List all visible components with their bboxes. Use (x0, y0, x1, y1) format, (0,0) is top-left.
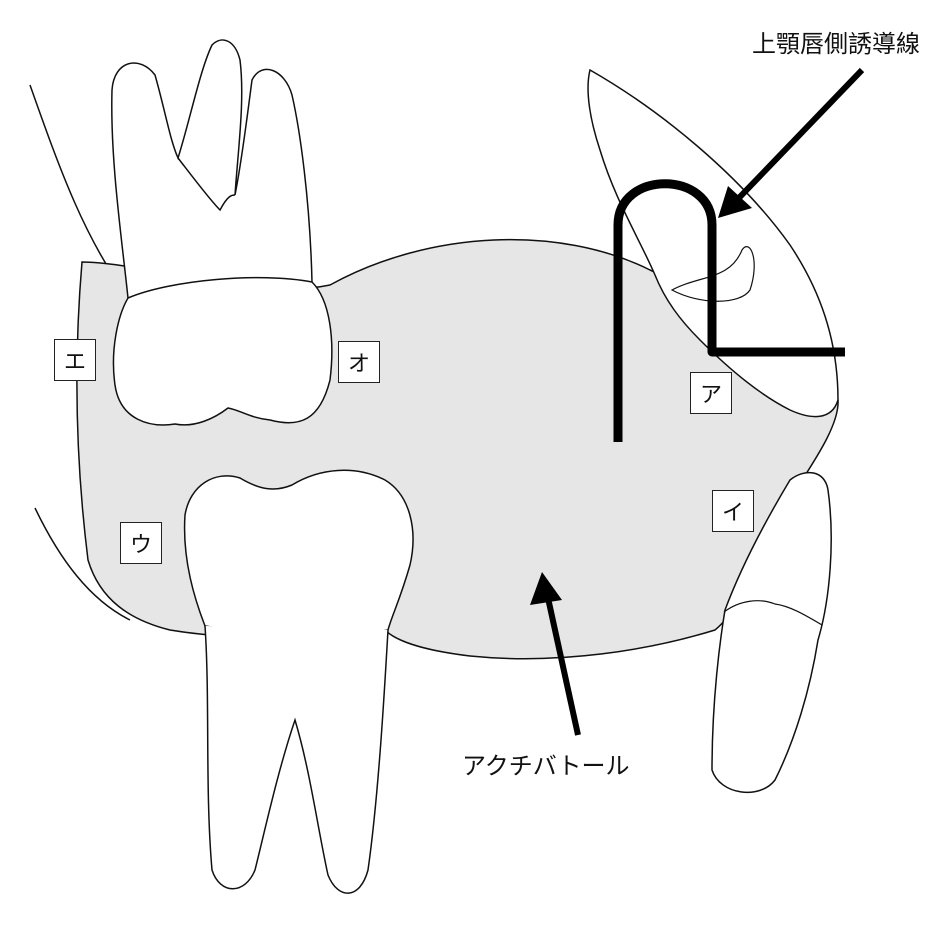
label-u: ウ (120, 522, 162, 564)
label-a: ア (690, 372, 732, 414)
activator-arrow-shaft (545, 597, 581, 736)
upper-molar-root-furcation (177, 157, 236, 212)
label-e: エ (54, 339, 96, 381)
lower-incisor-cej (723, 600, 823, 626)
label-i: イ (712, 490, 754, 532)
activator-caption: アクチバトール (462, 752, 630, 780)
label-o: オ (338, 341, 380, 383)
upper-molar-roots (111, 39, 313, 299)
lower-molar-crown (183, 469, 414, 637)
wire-arrow-shaft (732, 67, 865, 205)
wire-arrow-head (718, 186, 752, 218)
lower-molar-roots (204, 625, 389, 894)
labial-guide-wire (613, 179, 845, 442)
activator-arrow-head (530, 572, 562, 605)
lower-incisor (711, 471, 832, 794)
labial-wire-caption: 上顎唇側誘導線 (752, 30, 920, 58)
upper-molar-crown (112, 276, 333, 426)
lower-left-gum-curve (34, 507, 131, 621)
